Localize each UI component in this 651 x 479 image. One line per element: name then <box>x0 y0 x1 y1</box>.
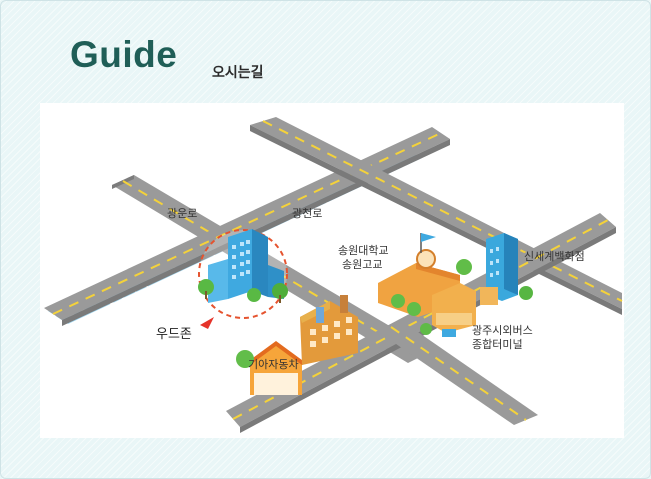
label-woodzone: 우드존 <box>156 327 192 342</box>
road-lower-right <box>380 321 538 425</box>
shinsegae-store <box>486 233 533 301</box>
label-road-gwangun: 광운로 <box>167 207 197 220</box>
label-songwon-university: 송원대학교 <box>338 244 389 257</box>
label-bus-terminal-line1: 광주시외버스 <box>472 324 533 337</box>
label-road-gwangcheon: 광천로 <box>292 206 322 220</box>
label-shinsegae: 신세계백화점 <box>524 250 585 263</box>
map-illustration: 광운로 광천로 송원대학교 송원고교 신세계백화점 광주시외버스 종합터미널 우… <box>44 117 623 433</box>
page-subtitle: 오시는길 <box>212 65 264 81</box>
page-title: Guide <box>70 34 178 75</box>
label-kia: 기아자동차 <box>248 358 299 371</box>
pin-arrow-icon <box>200 317 214 329</box>
woodzone-building <box>198 229 288 319</box>
label-bus-terminal-line2: 종합터미널 <box>472 338 523 351</box>
bus-terminal <box>420 283 498 337</box>
kia-buildings <box>236 295 358 395</box>
label-songwon-highschool: 송원고교 <box>342 258 382 271</box>
location-map: 광운로 광천로 송원대학교 송원고교 신세계백화점 광주시외버스 종합터미널 우… <box>40 103 624 438</box>
